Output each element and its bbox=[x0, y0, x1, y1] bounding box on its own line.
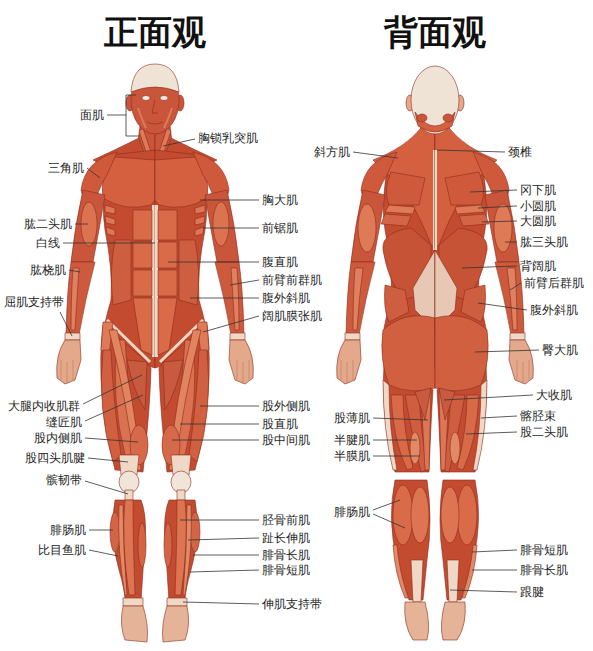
muscle-label: 前臂前群肌 bbox=[262, 272, 322, 288]
muscle-label: 胸锁乳突肌 bbox=[198, 130, 258, 146]
muscle-label: 前锯肌 bbox=[262, 220, 298, 236]
muscle-label: 小圆肌 bbox=[520, 198, 556, 214]
back-figure bbox=[337, 126, 534, 640]
muscle-label: 颈椎 bbox=[508, 144, 532, 160]
muscle-label: 缝匠肌 bbox=[46, 414, 82, 430]
muscle-label: 大腿内收肌群 bbox=[8, 398, 80, 414]
front-half bbox=[155, 126, 253, 642]
muscle-label: 股薄肌 bbox=[334, 410, 370, 426]
muscle-label: 腓肠肌 bbox=[334, 504, 370, 520]
muscle-label: 三角肌 bbox=[48, 160, 84, 176]
muscle-label: 髂胫束 bbox=[520, 408, 556, 424]
muscle-label: 屈肌支持带 bbox=[4, 294, 64, 310]
muscle-label: 股内侧肌 bbox=[34, 430, 82, 446]
muscle-label: 腓骨长肌 bbox=[520, 562, 568, 578]
muscle-label: 肱三头肌 bbox=[520, 234, 568, 250]
muscle-label: 股二头肌 bbox=[520, 424, 568, 440]
muscle-label: 大圆肌 bbox=[520, 213, 556, 229]
muscle-label: 股中间肌 bbox=[262, 432, 310, 448]
muscle-label: 肱桡肌 bbox=[30, 262, 66, 278]
leader-lines bbox=[60, 95, 539, 604]
muscle-label: 髌韧带 bbox=[46, 472, 82, 488]
muscle-label: 半腱肌 bbox=[334, 432, 370, 448]
muscle-label: 腓肠肌 bbox=[50, 522, 86, 538]
view-heading: 正面观 bbox=[104, 12, 206, 52]
muscle-label: 比目鱼肌 bbox=[38, 542, 86, 558]
muscle-label: 腓骨短肌 bbox=[262, 562, 310, 578]
muscle-label: 股直肌 bbox=[262, 416, 298, 432]
muscle-label: 腹直肌 bbox=[262, 254, 298, 270]
muscle-label: 腓骨长肌 bbox=[262, 547, 310, 563]
muscle-label: 半膜肌 bbox=[334, 448, 370, 464]
back-half bbox=[337, 126, 435, 640]
muscle-label: 腓骨短肌 bbox=[520, 542, 568, 558]
muscle-label: 股四头肌腱 bbox=[25, 450, 85, 466]
front-figure bbox=[57, 126, 254, 642]
back-half bbox=[435, 126, 533, 640]
back-head bbox=[406, 66, 464, 134]
view-heading: 背面观 bbox=[384, 12, 486, 52]
muscle-label: 背阔肌 bbox=[520, 258, 556, 274]
muscle-label: 腹外斜肌 bbox=[262, 290, 310, 306]
muscle-label: 面肌 bbox=[80, 107, 104, 123]
muscle-label: 大收肌 bbox=[536, 387, 572, 403]
muscle-label: 胫骨前肌 bbox=[262, 512, 310, 528]
muscle-label: 腹外斜肌 bbox=[530, 302, 578, 318]
muscle-label: 斜方肌 bbox=[314, 144, 350, 160]
front-head bbox=[126, 64, 184, 134]
muscle-label: 肱二头肌 bbox=[24, 216, 72, 232]
muscle-label: 臀大肌 bbox=[542, 342, 578, 358]
muscle-label: 股外侧肌 bbox=[262, 398, 310, 414]
muscle-label: 前臂后群肌 bbox=[524, 275, 584, 291]
muscle-label: 白线 bbox=[36, 235, 60, 251]
muscle-label: 胸大肌 bbox=[262, 192, 298, 208]
muscle-label: 伸肌支持带 bbox=[262, 596, 322, 612]
front-half bbox=[57, 126, 155, 642]
muscle-label: 趾长伸肌 bbox=[262, 530, 310, 546]
muscle-label: 冈下肌 bbox=[520, 182, 556, 198]
muscle-label: 跟腱 bbox=[520, 584, 544, 600]
muscle-label: 阔肌膜张肌 bbox=[262, 308, 322, 324]
